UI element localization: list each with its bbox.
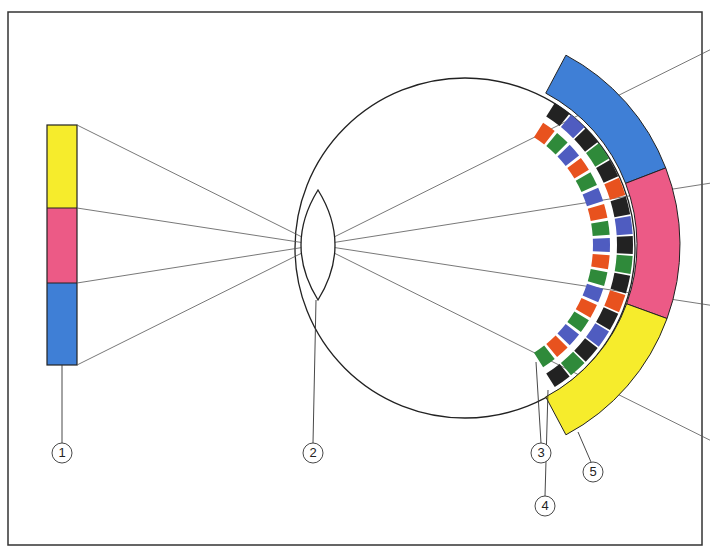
callout-number: 5 (583, 462, 603, 482)
callout-number: 4 (535, 496, 555, 516)
light-rays (77, 0, 710, 551)
retina-mosaic (534, 55, 680, 435)
retina-segment (615, 255, 633, 274)
retina-segment (588, 204, 608, 221)
retina-segment (617, 236, 633, 254)
retina-segment (583, 188, 604, 206)
retina-segment (591, 221, 609, 236)
callout-number: 1 (52, 443, 72, 463)
lens (301, 190, 335, 300)
retina-segment (546, 55, 666, 183)
retina-segment (593, 238, 610, 252)
light-ray (77, 125, 710, 551)
retina-segment (591, 254, 609, 269)
retina-segment (611, 273, 631, 294)
eyeball (295, 78, 635, 418)
callout-leaders (52, 300, 603, 516)
retina-segment (534, 346, 555, 368)
callout-number: 2 (303, 443, 323, 463)
retina-segment (583, 284, 604, 302)
retina-segment (615, 216, 633, 235)
retina-segment (626, 168, 680, 319)
retina-segment (576, 172, 597, 192)
object-bar (47, 125, 77, 365)
retina-segment (604, 290, 625, 312)
retina-segment (546, 364, 569, 387)
retina-segment (611, 197, 631, 218)
retina-segment (588, 269, 608, 286)
callout-number: 3 (531, 443, 551, 463)
light-ray (77, 0, 710, 365)
frame (8, 12, 702, 545)
retina-segment (596, 160, 618, 183)
retina-segment (604, 178, 625, 200)
retina-segment (546, 304, 667, 435)
